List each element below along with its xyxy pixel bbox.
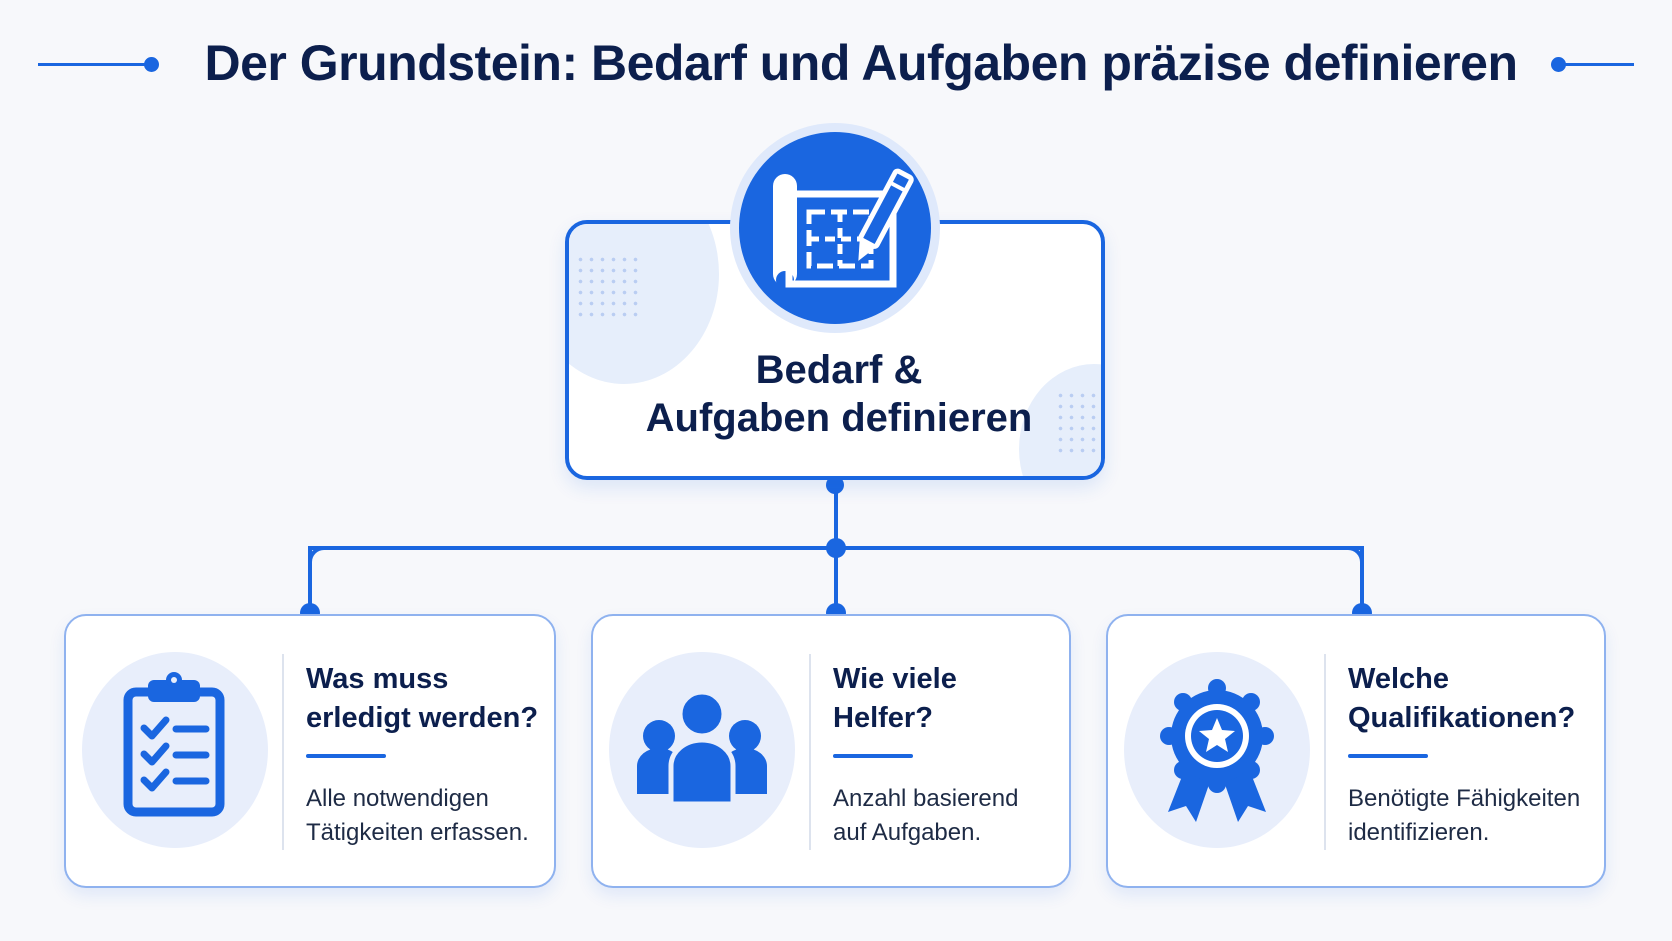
decor-dots-right: [1055, 390, 1099, 456]
card-desc-line2: auf Aufgaben.: [833, 819, 982, 846]
title-line-left: [38, 63, 150, 66]
clipboard-checklist-icon: [82, 652, 268, 848]
card-title-underline: [306, 754, 386, 758]
card-title-line2: erledigt werden?: [306, 702, 539, 734]
card-title-line1: Wie viele: [833, 663, 957, 695]
card-title-line1: Was muss: [306, 663, 449, 695]
connector-corner-right: [1342, 546, 1364, 568]
connector-corner-left: [308, 546, 330, 568]
card-description: Alle notwendigen Tätigkeiten erfassen.: [306, 782, 556, 850]
blueprint-pencil-icon: [739, 132, 931, 324]
card-separator: [1324, 654, 1326, 850]
card-tasks: Was muss erledigt werden? Alle notwendig…: [64, 614, 556, 888]
group-people-icon: [609, 652, 795, 848]
node-dot-junction: [826, 538, 846, 558]
card-description: Anzahl basierend auf Aufgaben.: [833, 782, 1083, 850]
decor-dots-left: [575, 254, 639, 318]
card-desc-line1: Alle notwendigen: [306, 785, 489, 812]
card-desc-line2: Tätigkeiten erfassen.: [306, 819, 529, 846]
title-line-right: [1562, 63, 1634, 66]
card-title-line2: Qualifikationen?: [1348, 702, 1576, 734]
page-title: Der Grundstein: Bedarf und Aufgaben präz…: [204, 35, 1519, 91]
card-title: Was muss erledigt werden?: [306, 660, 556, 738]
card-separator: [809, 654, 811, 850]
card-title-underline: [1348, 754, 1428, 758]
main-card: Bedarf & Aufgaben definieren: [565, 220, 1105, 480]
card-desc-line1: Benötigte Fähigkeiten: [1348, 785, 1581, 812]
title-dot-right: [1551, 57, 1566, 72]
card-description: Benötigte Fähigkeiten identifizieren.: [1348, 782, 1598, 850]
card-title: Wie viele Helfer?: [833, 660, 1083, 738]
node-dot-main-bottom: [826, 476, 844, 494]
title-dot-left: [144, 57, 159, 72]
connector-left-down: [308, 546, 312, 612]
card-title-line2: Helfer?: [833, 702, 933, 734]
connector-center-down: [834, 546, 838, 612]
title-row: Der Grundstein: Bedarf und Aufgaben präz…: [0, 30, 1672, 100]
connector-right-down: [1360, 546, 1364, 612]
card-qualifications: Welche Qualifikationen? Benötigte Fähigk…: [1106, 614, 1606, 888]
card-separator: [282, 654, 284, 850]
connector-main-down: [834, 480, 838, 548]
card-desc-line2: identifizieren.: [1348, 819, 1490, 846]
card-title-underline: [833, 754, 913, 758]
main-label-line1: Bedarf &: [755, 348, 923, 392]
card-helpers: Wie viele Helfer? Anzahl basierend auf A…: [591, 614, 1071, 888]
card-title-line1: Welche: [1348, 663, 1450, 695]
main-label-line2: Aufgaben definieren: [645, 396, 1033, 440]
main-label: Bedarf & Aufgaben definieren: [569, 346, 1101, 442]
card-desc-line1: Anzahl basierend: [833, 785, 1019, 812]
award-badge-icon: [1124, 652, 1310, 848]
card-title: Welche Qualifikationen?: [1348, 660, 1598, 738]
